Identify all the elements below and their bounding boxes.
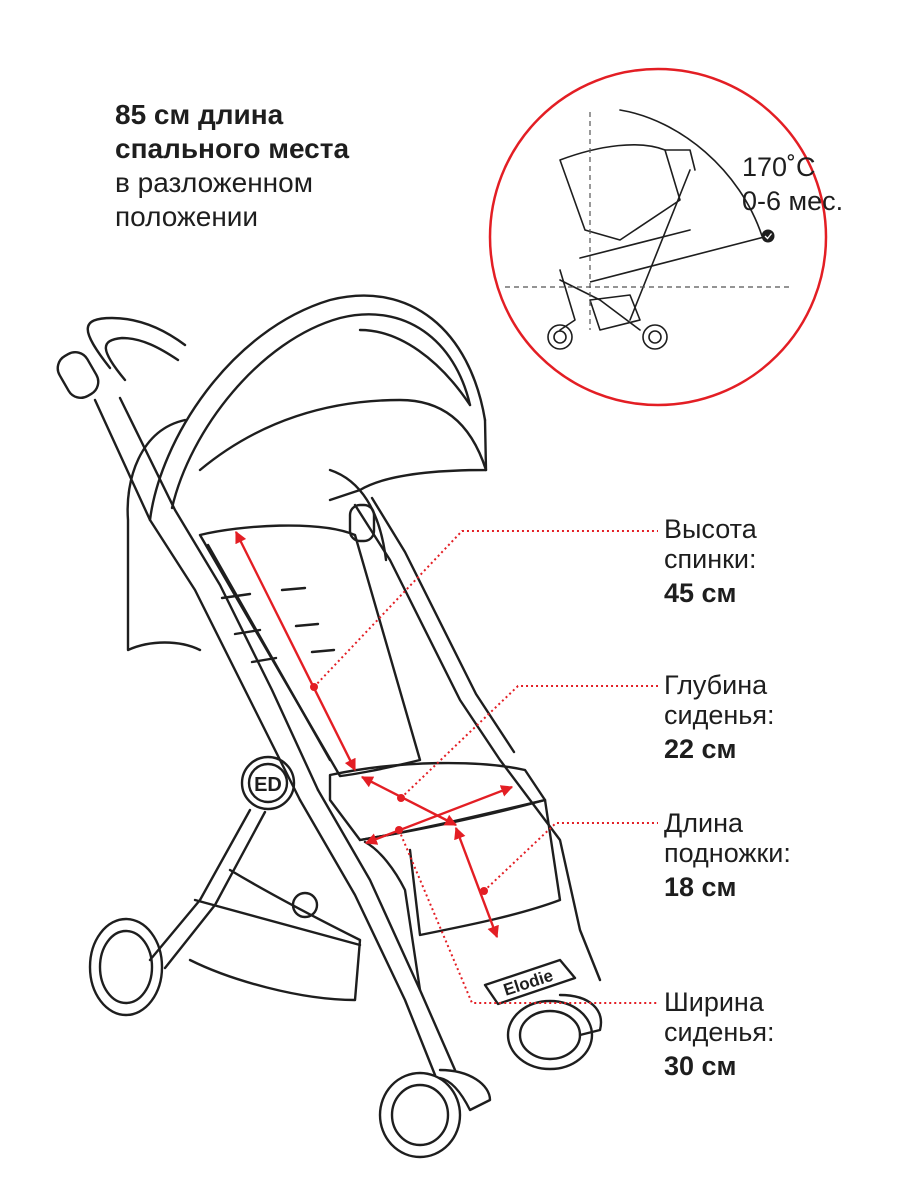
label-name: Длина <box>664 808 744 838</box>
recline-inset <box>488 67 828 407</box>
sleeping-length-line3: в разложенном <box>115 167 313 198</box>
backrest-height-label: Высота спинки: 45 см <box>664 514 757 608</box>
measurement-arrows <box>234 530 514 939</box>
label-name: спинки: <box>664 544 757 574</box>
label-name: Глубина <box>664 670 768 700</box>
footrest-length-label: Длина подножки: 18 см <box>664 808 791 902</box>
stroller-outline <box>56 294 603 1159</box>
seat-width-label: Ширина сиденья: 30 см <box>664 987 774 1081</box>
backrest-height-arrow <box>234 530 357 772</box>
label-name: подножки: <box>664 838 791 868</box>
seat-depth-label: Глубина сиденья: 22 см <box>664 670 774 764</box>
label-value: 30 см <box>664 1051 737 1081</box>
sleeping-length-line4: положении <box>115 201 259 232</box>
brand-logo: ED <box>254 774 282 796</box>
seat-width-arrow <box>364 785 514 845</box>
label-name: сиденья: <box>664 1017 775 1047</box>
seat-depth-arrow <box>360 775 458 827</box>
recline-angle: 170˚С <box>742 152 816 182</box>
leader-lines <box>313 530 658 1004</box>
label-name: сиденья: <box>664 700 775 730</box>
sleeping-length-text: 85 см длина спального места в разложенно… <box>115 98 349 234</box>
check-icon <box>761 229 775 243</box>
label-value: 22 см <box>664 734 737 764</box>
sleeping-length-line2: спального места <box>115 133 350 164</box>
label-name: Высота <box>664 514 757 544</box>
recline-age: 0-6 мес. <box>742 186 844 216</box>
label-value: 45 см <box>664 578 737 608</box>
label-value: 18 см <box>664 872 737 902</box>
footrest-length-arrow <box>454 826 499 939</box>
leader-dots <box>310 683 488 895</box>
sleeping-length-line1: 85 см длина <box>115 99 284 130</box>
label-name: Ширина <box>664 987 764 1017</box>
recline-label: 170˚С 0-6 мес. <box>742 150 843 218</box>
